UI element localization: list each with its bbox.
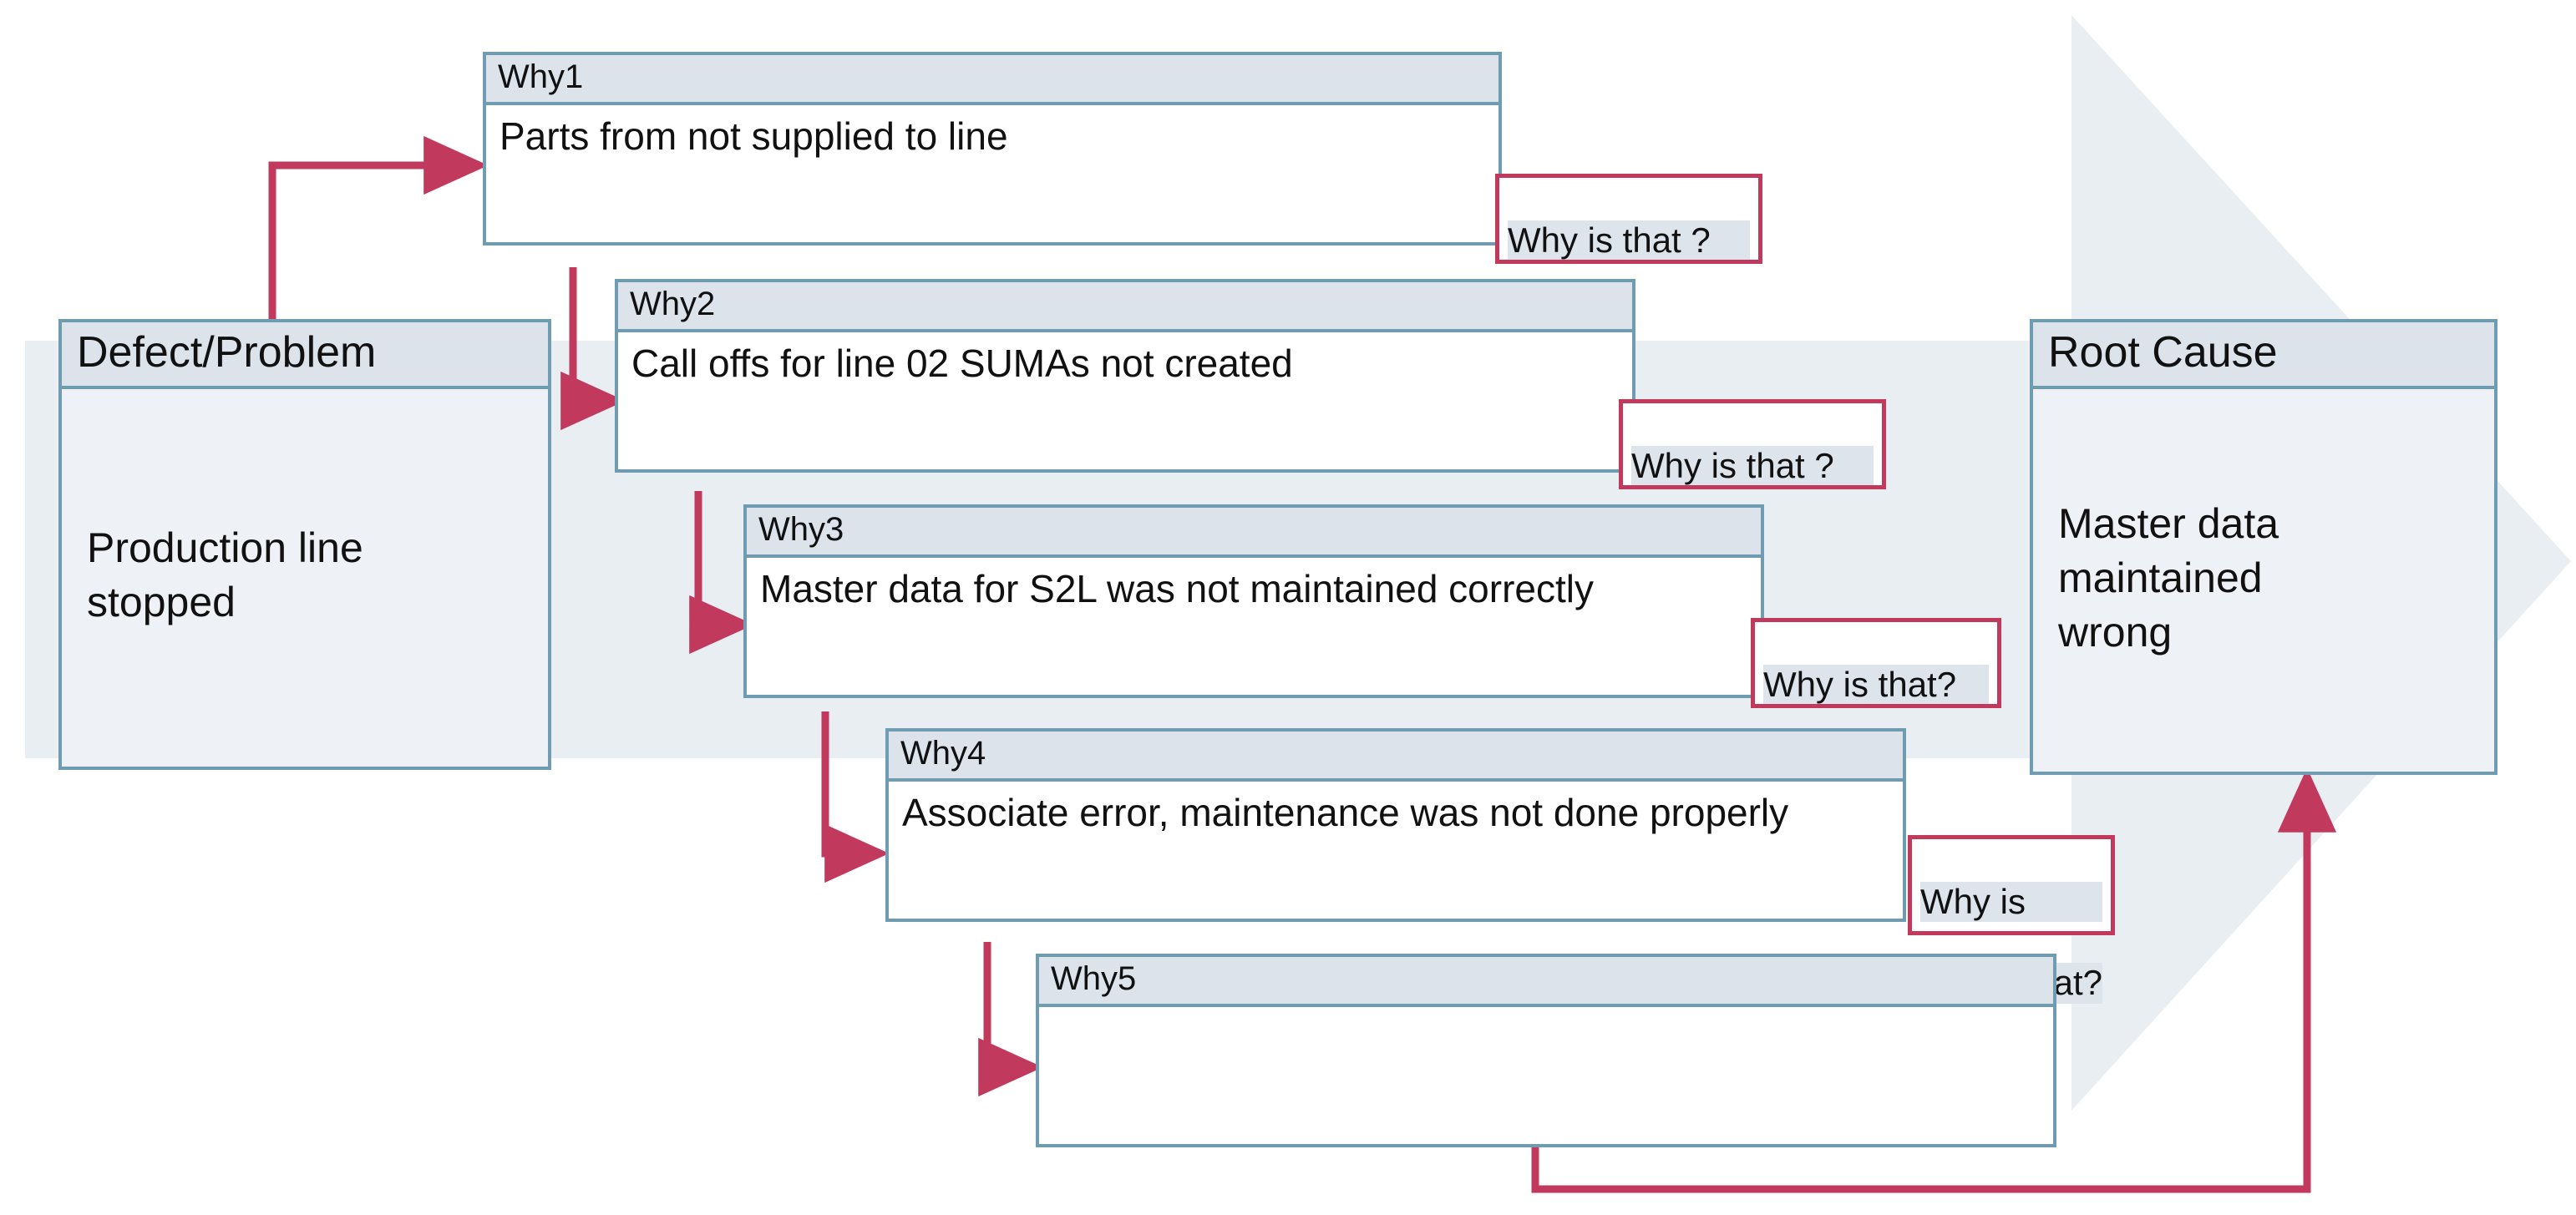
why-is-that-callout-1[interactable]: Why is that ?	[1495, 174, 1762, 264]
why-is-that-callout-2[interactable]: Why is that ?	[1619, 399, 1886, 489]
why1-box[interactable]: Why1 Parts from not supplied to line	[483, 52, 1502, 246]
why2-header: Why2	[618, 282, 1632, 332]
why4-text: Associate error, maintenance was not don…	[902, 791, 1789, 834]
callout-4-line-1: Why is	[1920, 881, 2102, 923]
root-cause-text: Master data maintained wrong	[2058, 499, 2279, 656]
why4-header: Why4	[889, 732, 1903, 782]
root-cause-header: Root Cause	[2033, 322, 2494, 389]
why1-text: Parts from not supplied to line	[499, 114, 1008, 158]
why5-box[interactable]: Why5	[1036, 954, 2056, 1147]
callout-2-text: Why is that ?	[1631, 446, 1874, 486]
why2-text: Call offs for line 02 SUMAs not created	[631, 342, 1293, 385]
callout-3-text: Why is that?	[1763, 665, 1989, 705]
defect-problem-box[interactable]: Defect/Problem Production line stopped	[58, 319, 551, 770]
why3-header: Why3	[747, 508, 1761, 558]
why-is-that-callout-4[interactable]: Why is that?	[1908, 835, 2115, 1004]
why2-box[interactable]: Why2 Call offs for line 02 SUMAs not cre…	[615, 279, 1635, 473]
defect-problem-header: Defect/Problem	[62, 322, 548, 389]
why5-text	[1039, 1007, 2053, 1015]
why1-header: Why1	[486, 55, 1498, 105]
why4-box[interactable]: Why4 Associate error, maintenance was no…	[885, 728, 1906, 922]
why-is-that-callout-3[interactable]: Why is that?	[1751, 618, 2001, 708]
root-cause-box[interactable]: Root Cause Master data maintained wrong	[2030, 319, 2497, 775]
why3-box[interactable]: Why3 Master data for S2L was not maintai…	[743, 504, 1764, 698]
why3-text: Master data for S2L was not maintained c…	[760, 567, 1594, 610]
why5-header: Why5	[1039, 957, 2053, 1007]
defect-problem-text: Production line stopped	[87, 524, 363, 625]
callout-1-text: Why is that ?	[1508, 220, 1750, 261]
